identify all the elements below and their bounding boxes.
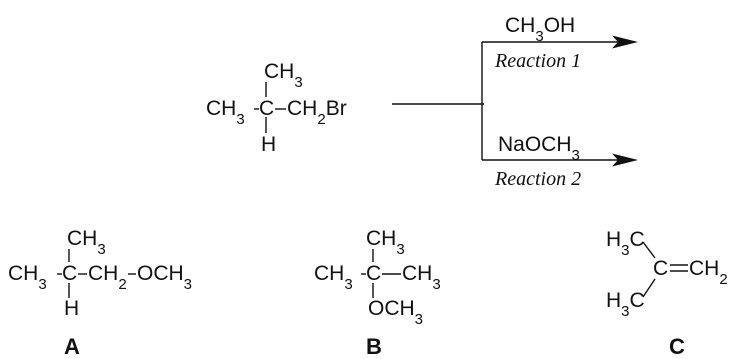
product-b-right-methyl: CH3 — [402, 262, 441, 293]
arrow-reaction-1-head — [612, 35, 638, 49]
reaction-1-name: Reaction 1 — [494, 50, 581, 72]
product-c-central-carbon: C — [653, 257, 668, 280]
product-b-structure: CH3 CH3 C CH3 OCH3 B — [314, 227, 441, 359]
product-b-methoxy: OCH3 — [368, 297, 423, 328]
product-b-label: B — [366, 334, 382, 359]
reactant-hydrogen: H — [261, 133, 276, 156]
reactant-bromomethyl: CH2Br — [287, 97, 347, 128]
product-c-structure: H3C H3C C CH2 C — [606, 228, 728, 359]
product-a-hydrogen: H — [64, 297, 79, 320]
product-c-bond-lower — [642, 278, 656, 298]
product-a-methoxy: OCH3 — [137, 262, 192, 293]
product-a-central-carbon: C — [62, 262, 77, 285]
product-c-lower-methyl: H3C — [606, 289, 645, 320]
product-c-alkene-end: CH2 — [689, 257, 728, 288]
reaction-2-name: Reaction 2 — [494, 168, 581, 190]
reaction-1-reagent: CH3OH — [505, 14, 575, 45]
product-a-methylene: CH2 — [88, 262, 127, 293]
product-a-label: A — [64, 334, 80, 359]
reactant-structure: CH3 CH3 C CH2Br H — [206, 60, 347, 156]
product-b-central-carbon: C — [366, 262, 381, 285]
product-a-structure: CH3 CH3 C CH2 OCH3 H A — [8, 227, 192, 359]
reaction-2-reagent: NaOCH3 — [498, 133, 580, 164]
arrow-reaction-2-head — [612, 153, 638, 167]
product-c-upper-methyl: H3C — [606, 228, 645, 259]
reactant-top-methyl: CH3 — [264, 60, 303, 91]
reaction-arrows: CH3OH Reaction 1 NaOCH3 Reaction 2 — [392, 14, 638, 190]
reactant-left-methyl: CH3 — [206, 97, 245, 128]
product-a-left-methyl: CH3 — [8, 262, 47, 293]
product-c-bond-upper — [642, 241, 656, 259]
product-b-top-methyl: CH3 — [366, 227, 405, 258]
reactant-central-carbon: C — [259, 97, 274, 120]
product-b-left-methyl: CH3 — [314, 262, 353, 293]
product-c-label: C — [669, 334, 685, 359]
product-a-top-methyl: CH3 — [67, 227, 106, 258]
